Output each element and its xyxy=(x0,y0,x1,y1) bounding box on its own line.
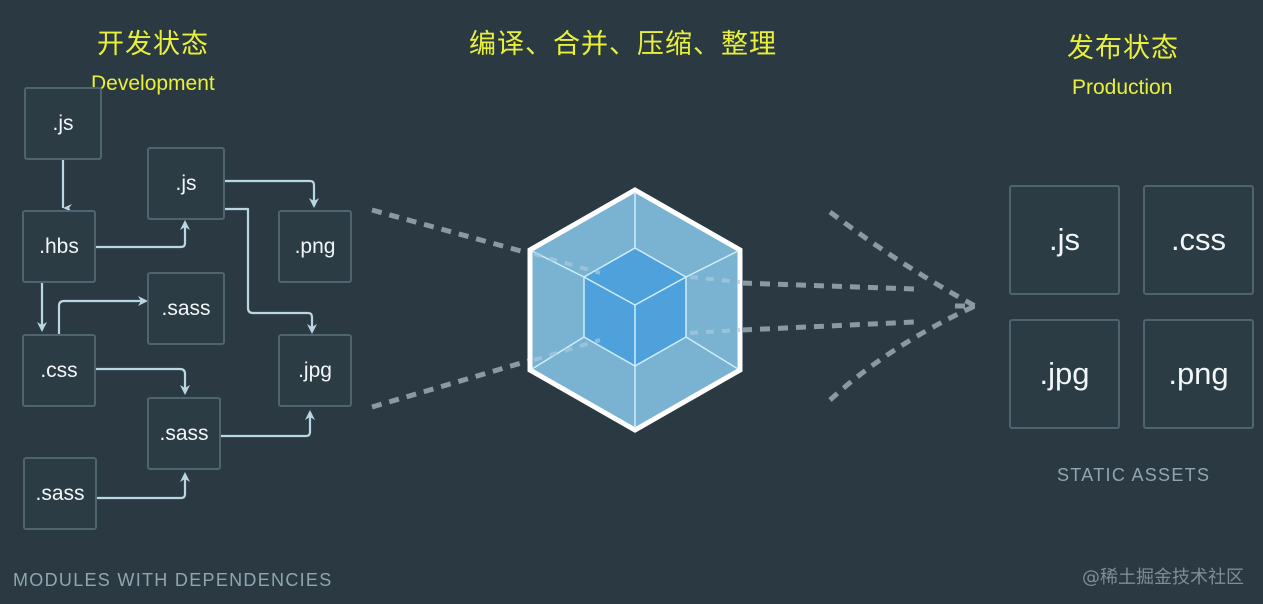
asset-jpg: .jpg xyxy=(1009,319,1120,429)
module-png: .png xyxy=(278,210,352,283)
dependency-arrow xyxy=(96,475,187,500)
asset-js: .js xyxy=(1009,185,1120,295)
asset-css: .css xyxy=(1143,185,1254,295)
dependency-arrow xyxy=(96,367,187,393)
module-sass: .sass xyxy=(147,272,225,345)
production-caption: STATIC ASSETS xyxy=(1057,465,1211,485)
dependency-arrow xyxy=(225,207,314,331)
development-title-en: Development xyxy=(91,72,215,95)
dependency-arrow xyxy=(96,222,187,249)
module-hbs: .hbs xyxy=(22,210,96,283)
module-js: .js xyxy=(24,87,102,160)
module-css: .css xyxy=(22,334,96,407)
production-title-cn: 发布状态 xyxy=(1067,33,1179,64)
dependency-arrow xyxy=(220,412,312,438)
production-title-en: Production xyxy=(1072,76,1173,99)
module-js: .js xyxy=(147,147,225,220)
module-sass: .sass xyxy=(147,397,221,470)
process-title: 编译、合并、压缩、整理 xyxy=(469,29,777,60)
watermark: @稀土掘金技术社区 xyxy=(1082,567,1244,588)
output-dashed-lines xyxy=(741,210,977,402)
module-sass: .sass xyxy=(23,457,97,530)
input-dashed-lines xyxy=(371,207,529,410)
asset-png: .png xyxy=(1143,319,1254,429)
development-title-cn: 开发状态 xyxy=(97,29,209,60)
webpack-cube-icon xyxy=(527,187,743,433)
dependency-arrow xyxy=(225,179,316,206)
development-caption: MODULES WITH DEPENDENCIES xyxy=(13,570,333,590)
module-jpg: .jpg xyxy=(278,334,352,407)
dependency-arrow xyxy=(57,299,145,334)
